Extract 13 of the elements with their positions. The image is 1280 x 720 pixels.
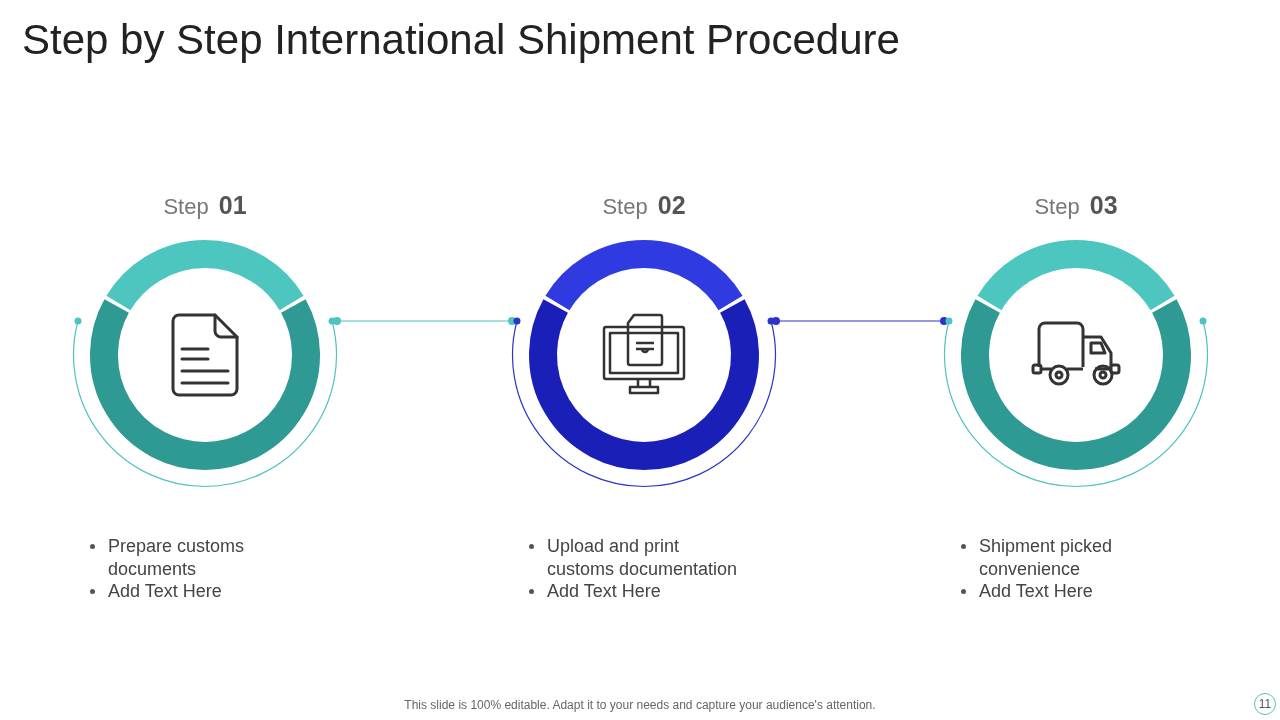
footer-note: This slide is 100% editable. Adapt it to your needs and capture your audience's attention.	[404, 698, 876, 712]
connector-line	[333, 317, 516, 325]
bullet-text: Add Text Here	[108, 581, 222, 601]
step-heading: Step 03	[1034, 191, 1118, 220]
bullet-text: Upload and print customs documentation	[547, 536, 738, 579]
step-heading: Step 02	[602, 191, 686, 220]
bullet-text: Shipment picked convenience	[979, 536, 1113, 579]
bullet-text: Add Text Here	[979, 581, 1093, 601]
step-heading: Step 01	[163, 191, 247, 220]
bullet-text: Prepare customs documents	[108, 536, 245, 579]
connector-line	[772, 317, 948, 325]
bullet-text: Add Text Here	[547, 581, 661, 601]
slide-title: Step by Step International Shipment Procedure	[22, 16, 900, 64]
